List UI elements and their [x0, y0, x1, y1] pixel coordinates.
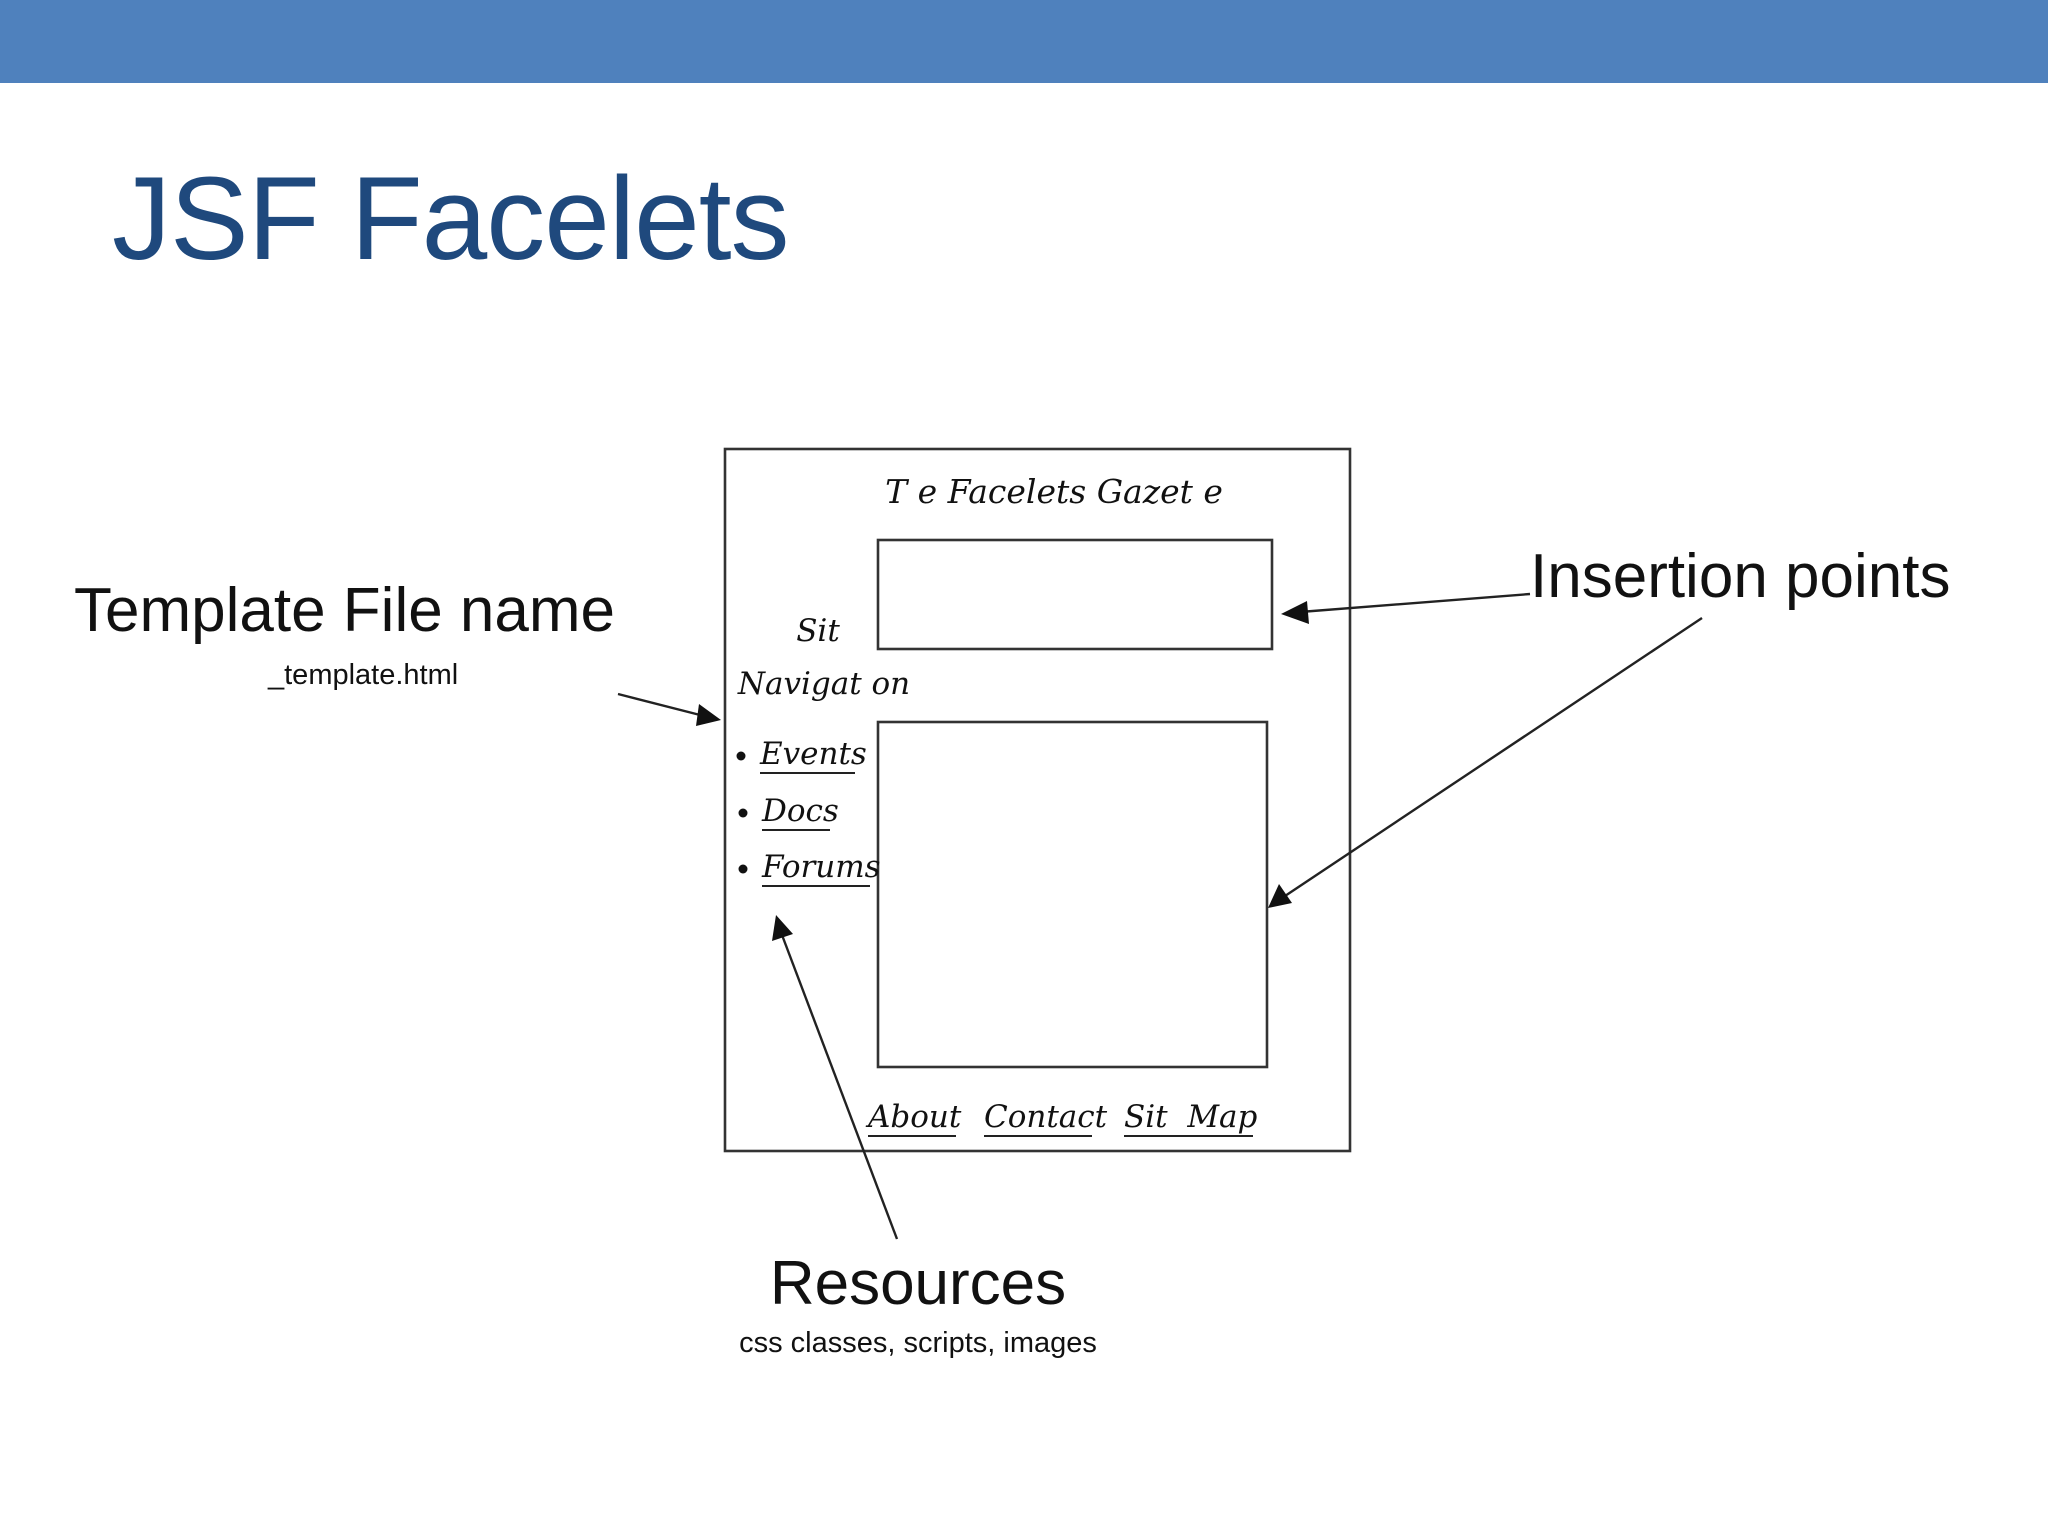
- footer-link-contact: Contact: [984, 1099, 1108, 1135]
- nav-link-forums: Forums: [761, 849, 881, 885]
- insertion-arrow-header-line: [1299, 592, 1531, 614]
- resources-arrow-line: [780, 934, 899, 1240]
- header-insertion-box: [876, 538, 1274, 651]
- nav-link-events: Events: [759, 736, 867, 772]
- template-callout-arrowhead: [696, 704, 721, 726]
- insertion-arrow-content-head: [1268, 884, 1292, 908]
- footer-link-site-map: Sit Map: [1124, 1099, 1258, 1135]
- insertion-arrow-content-line: [1284, 617, 1703, 897]
- nav-bullet-forums: [738, 864, 748, 874]
- template-page-title: T e Facelets Gazet e: [885, 472, 1223, 511]
- resources-callout-subtitle: css classes, scripts, images: [739, 1327, 1097, 1359]
- nav-bullet-docs: [738, 808, 748, 818]
- template-callout-subtitle: _template.html: [267, 659, 458, 691]
- resources-callout-title: Resources: [770, 1249, 1066, 1318]
- template-callout-title: Template File name: [74, 576, 615, 645]
- site-navigation-heading-line1: Sit: [796, 613, 840, 649]
- insertion-arrow-header-head: [1281, 601, 1309, 624]
- nav-bullet-events: [736, 751, 746, 761]
- slide-header-bar: [0, 0, 2048, 83]
- insertion-callout-title: Insertion points: [1530, 542, 1950, 611]
- nav-link-docs: Docs: [761, 793, 839, 829]
- site-navigation-heading-line2: Navigat on: [737, 666, 910, 702]
- footer-link-about: About: [865, 1099, 962, 1135]
- resources-arrowhead: [772, 915, 793, 941]
- slide-title: JSF Facelets: [112, 153, 790, 285]
- content-insertion-box: [876, 720, 1269, 1069]
- template-callout-arrow-line: [617, 692, 705, 718]
